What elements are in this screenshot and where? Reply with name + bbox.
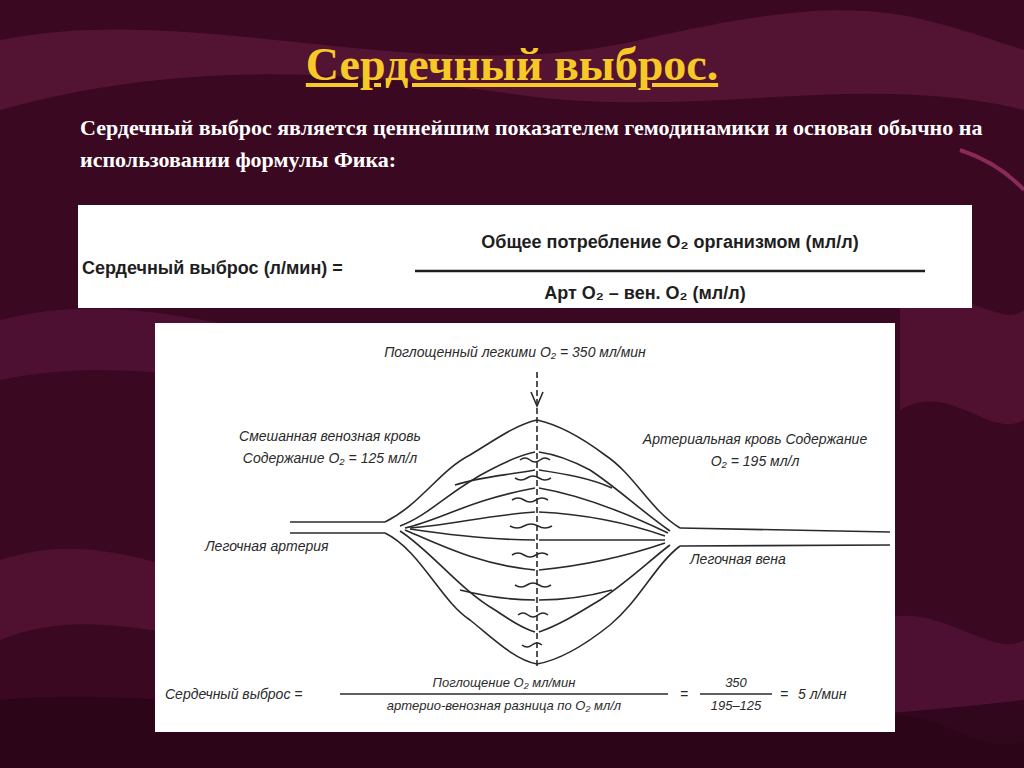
equals-sign: =	[672, 683, 696, 705]
intro-text: Сердечный выброс является ценнейшим пока…	[80, 112, 990, 176]
numerator-text: Поглощение O₂ мл/мин	[340, 675, 668, 691]
formula-panel	[78, 205, 972, 308]
formula-left: Сердечный выброс (л/мин) =	[82, 258, 412, 279]
vein-label: Легочная вена	[690, 548, 870, 570]
artery-label: Легочная артерия	[205, 535, 385, 557]
denominator-value: 195–125	[700, 698, 772, 714]
uptake-label: Поглощенный легкими O₂ = 350 мл/мин	[300, 341, 730, 363]
numerator-value: 350	[700, 675, 772, 691]
formula-denominator: Арт O₂ – вен. O₂ (мл/л)	[380, 283, 910, 304]
venous-label: Смешанная венозная кровь Содержание O₂ =…	[215, 425, 445, 469]
result-value: 5 л/мин	[798, 683, 878, 705]
slide-title: Сердечный выброс.	[212, 38, 812, 91]
equals-sign: =	[774, 683, 794, 705]
arterial-label: Артериальная кровь Содержание O₂ = 195 м…	[640, 428, 870, 472]
output-label: Сердечный выброс =	[165, 683, 335, 705]
formula-numerator: Общее потребление O₂ организмом (мл/л)	[415, 232, 925, 253]
denominator-text: артерио-венозная разница по O₂ мл/л	[340, 698, 668, 714]
figure-panel	[155, 323, 895, 732]
